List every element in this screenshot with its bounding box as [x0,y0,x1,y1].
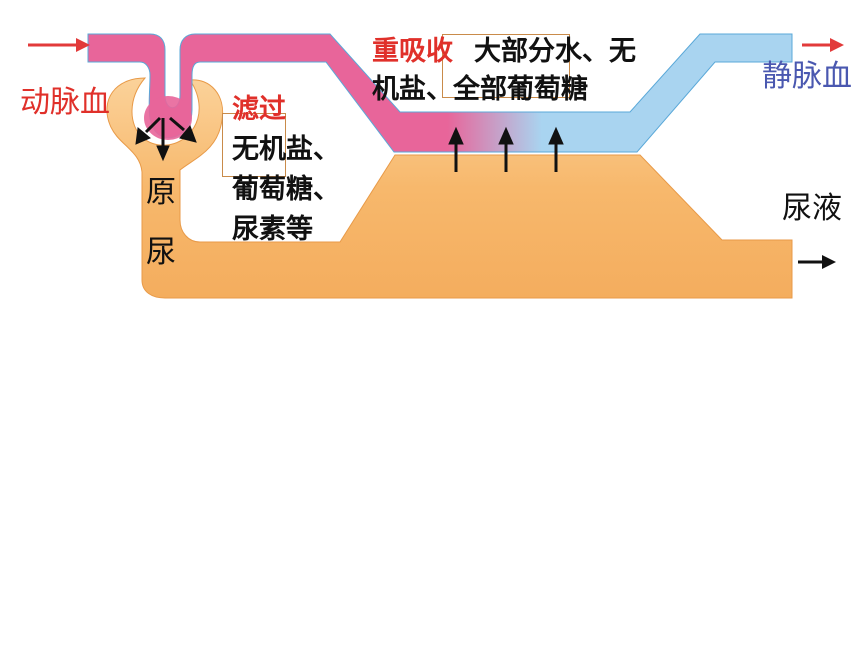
filtration-line-1: 无机盐、 [232,134,340,165]
primary-urine-label-1: 原 [146,175,176,210]
filtration-highlight-box [222,113,286,177]
reabsorption-line-2: 机盐、全部葡萄糖 [372,74,588,105]
filtration-line-3: 尿素等 [232,214,313,245]
urine-label: 尿液 [782,191,842,226]
reabsorption-line-1: 大部分水、无 [474,36,636,67]
primary-urine-label-2: 尿 [146,235,176,270]
reabsorption-highlight-box [442,34,570,98]
glomerulus [144,96,192,140]
urine-outflow-arrow [798,255,836,269]
venous-blood-label: 静脉血 [762,59,852,94]
venous-outflow-arrow [802,38,844,52]
filtration-title: 滤过 [232,94,286,125]
arterial-inflow-arrow [28,38,90,52]
renal-tubule [106,77,793,299]
arterial-blood-label: 动脉血 [20,85,110,120]
reabsorption-title: 重吸收 [372,36,453,67]
filtration-line-2: 葡萄糖、 [232,174,340,205]
reabsorption-arrows [448,126,564,172]
filtration-arrows [135,116,197,162]
